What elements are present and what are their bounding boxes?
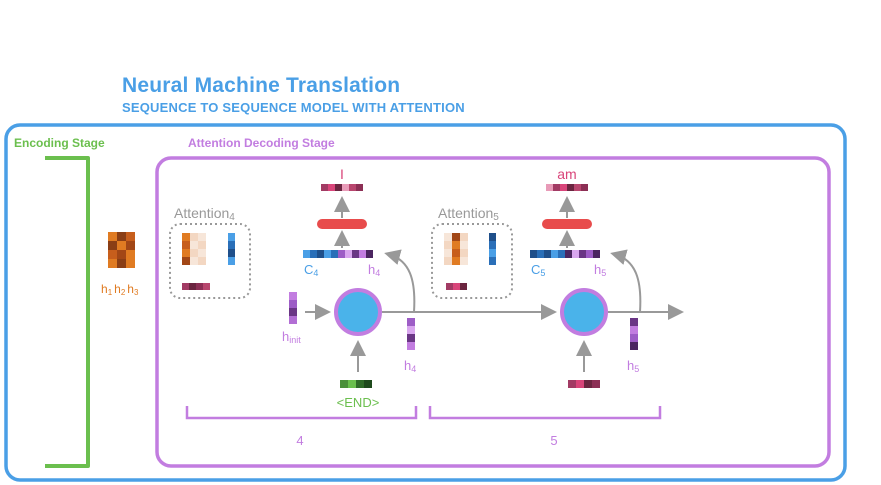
context-label-step4: C4 — [304, 262, 318, 278]
ffnn-step4 — [317, 219, 367, 229]
bracket-step5 — [428, 406, 662, 420]
bracket-label-step5: 5 — [550, 433, 557, 448]
page-subtitle: SEQUENCE TO SEQUENCE MODEL WITH ATTENTIO… — [122, 100, 465, 115]
context-hidden-vector-step5 — [530, 250, 600, 258]
page-title: Neural Machine Translation — [122, 74, 401, 97]
input-vector-step5 — [568, 380, 600, 388]
attention-weights-step4 — [182, 233, 235, 290]
decoding-frame — [155, 156, 831, 468]
output-word-step5: am — [557, 166, 576, 182]
rnn-cell-step5 — [560, 288, 608, 336]
h5-vector — [630, 318, 638, 350]
input-label-step4: <END> — [337, 395, 380, 410]
context-label-step5: C5 — [531, 262, 545, 278]
output-vector-step5 — [546, 184, 588, 191]
h4-label: h4 — [404, 358, 416, 374]
encoding-bracket — [45, 156, 90, 468]
output-vector-step4 — [321, 184, 363, 191]
output-word-step4: I — [340, 166, 344, 182]
decoding-stage-label: Attention Decoding Stage — [188, 136, 335, 150]
h-init-label: hinit — [282, 329, 301, 345]
h5-label: h5 — [627, 358, 639, 374]
attention-box-step5 — [431, 223, 513, 299]
attention-label-step4: Attention4 — [174, 205, 235, 223]
encoder-hidden-states — [108, 232, 135, 268]
hidden-label-step4: h4 — [368, 262, 380, 278]
bracket-step4 — [185, 406, 418, 420]
arrow-h4-up — [384, 249, 416, 313]
h-init-vector — [289, 292, 297, 324]
outer-frame — [4, 123, 847, 482]
encoding-stage-label: Encoding Stage — [14, 136, 105, 150]
input-vector-step4 — [340, 380, 372, 388]
h4-vector — [407, 318, 415, 350]
arrow-h5-up — [610, 249, 642, 313]
context-hidden-vector-step4 — [303, 250, 373, 258]
hidden-label-step5: h5 — [594, 262, 606, 278]
bracket-label-step4: 4 — [296, 433, 303, 448]
attention-box-step4 — [169, 223, 251, 299]
ffnn-step5 — [542, 219, 592, 229]
attention-weights-step5 — [444, 233, 496, 290]
rnn-cell-step4 — [334, 288, 382, 336]
attention-label-step5: Attention5 — [438, 205, 499, 223]
